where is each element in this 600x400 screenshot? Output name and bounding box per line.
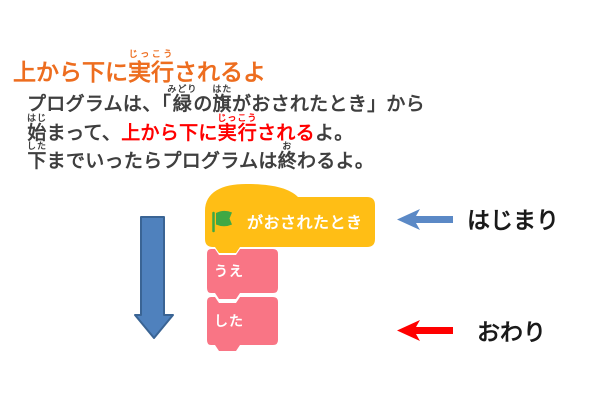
start-left-arrow-icon [397, 209, 453, 230]
body-line-3: 下したまでいったらプログラムは終おわるよ。 [27, 141, 375, 172]
start-label: はじまり [467, 207, 559, 233]
stack-block-shita [207, 297, 278, 351]
stack-block-shita-label: した [214, 313, 244, 329]
stack-block-ue [207, 249, 278, 299]
end-left-arrow-icon [397, 320, 453, 341]
scratch-block-stack: うえ した がおされたとき [205, 184, 375, 351]
end-label: おわり [477, 319, 546, 345]
hat-block-label: がおされたとき [247, 213, 363, 232]
body-line-1: プログラムは、「緑みどりの旗はたがおされたとき」から [27, 84, 425, 115]
page-title: 上から下に実行じっこうされるよ [13, 49, 266, 86]
end-arrow-shape [397, 320, 453, 341]
hat-block [205, 184, 375, 253]
stack-block-ue-label: うえ [214, 263, 244, 279]
flow-down-arrow-icon [134, 216, 174, 339]
green-flag-icon [212, 210, 232, 233]
flow-down-arrow-shape [134, 216, 174, 339]
body-line-2: 始はじまって、上から下に実行じっこうされるよ。 [27, 113, 354, 144]
start-arrow-shape [397, 209, 453, 230]
